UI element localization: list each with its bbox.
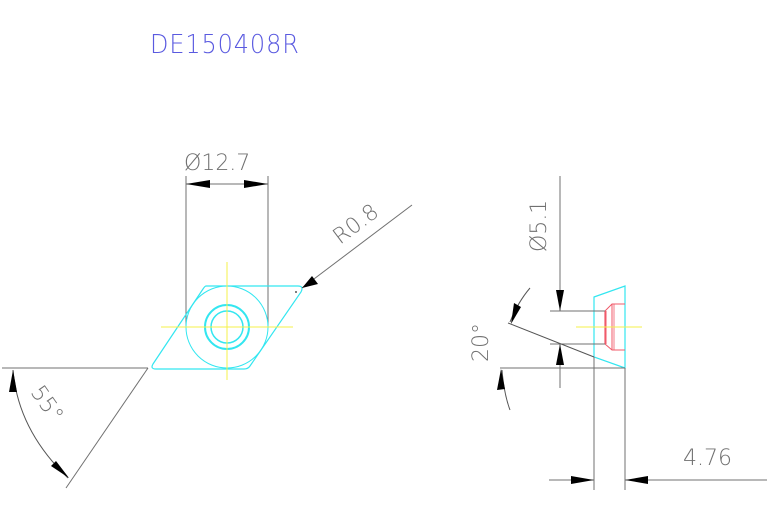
- arrowhead-icon: [9, 370, 17, 392]
- top-view: Ø12.7 R0.8 55°: [2, 151, 413, 489]
- side-view: Ø5.1 20° 4.76: [469, 176, 767, 490]
- clearance-angle-dimension: 20°: [469, 323, 494, 362]
- arrowhead-icon: [51, 461, 69, 478]
- arrowhead-icon: [497, 369, 505, 390]
- inscribed-circle-dimension: Ø12.7: [184, 151, 250, 176]
- insert-outline: [151, 285, 303, 370]
- arrowhead-icon: [302, 276, 318, 288]
- hole-diameter-dimension: Ø5.1: [527, 200, 552, 252]
- arrowhead-icon: [186, 180, 210, 188]
- arrowhead-icon: [571, 476, 594, 484]
- angle-side-line: [65, 367, 149, 489]
- thickness-dimension: 4.76: [683, 446, 732, 471]
- clearance-angle-line: [507, 322, 595, 358]
- arrowhead-icon: [244, 180, 268, 188]
- arrowhead-icon: [556, 344, 564, 365]
- nose-angle-dimension: 55°: [25, 381, 68, 427]
- arrowhead-icon: [556, 290, 564, 311]
- part-number-title: DE150408R: [150, 30, 300, 60]
- corner-radius-dimension: R0.8: [329, 200, 384, 250]
- hole-profile: [604, 303, 625, 312]
- arrowhead-icon: [511, 303, 521, 324]
- arrowhead-icon: [625, 476, 648, 484]
